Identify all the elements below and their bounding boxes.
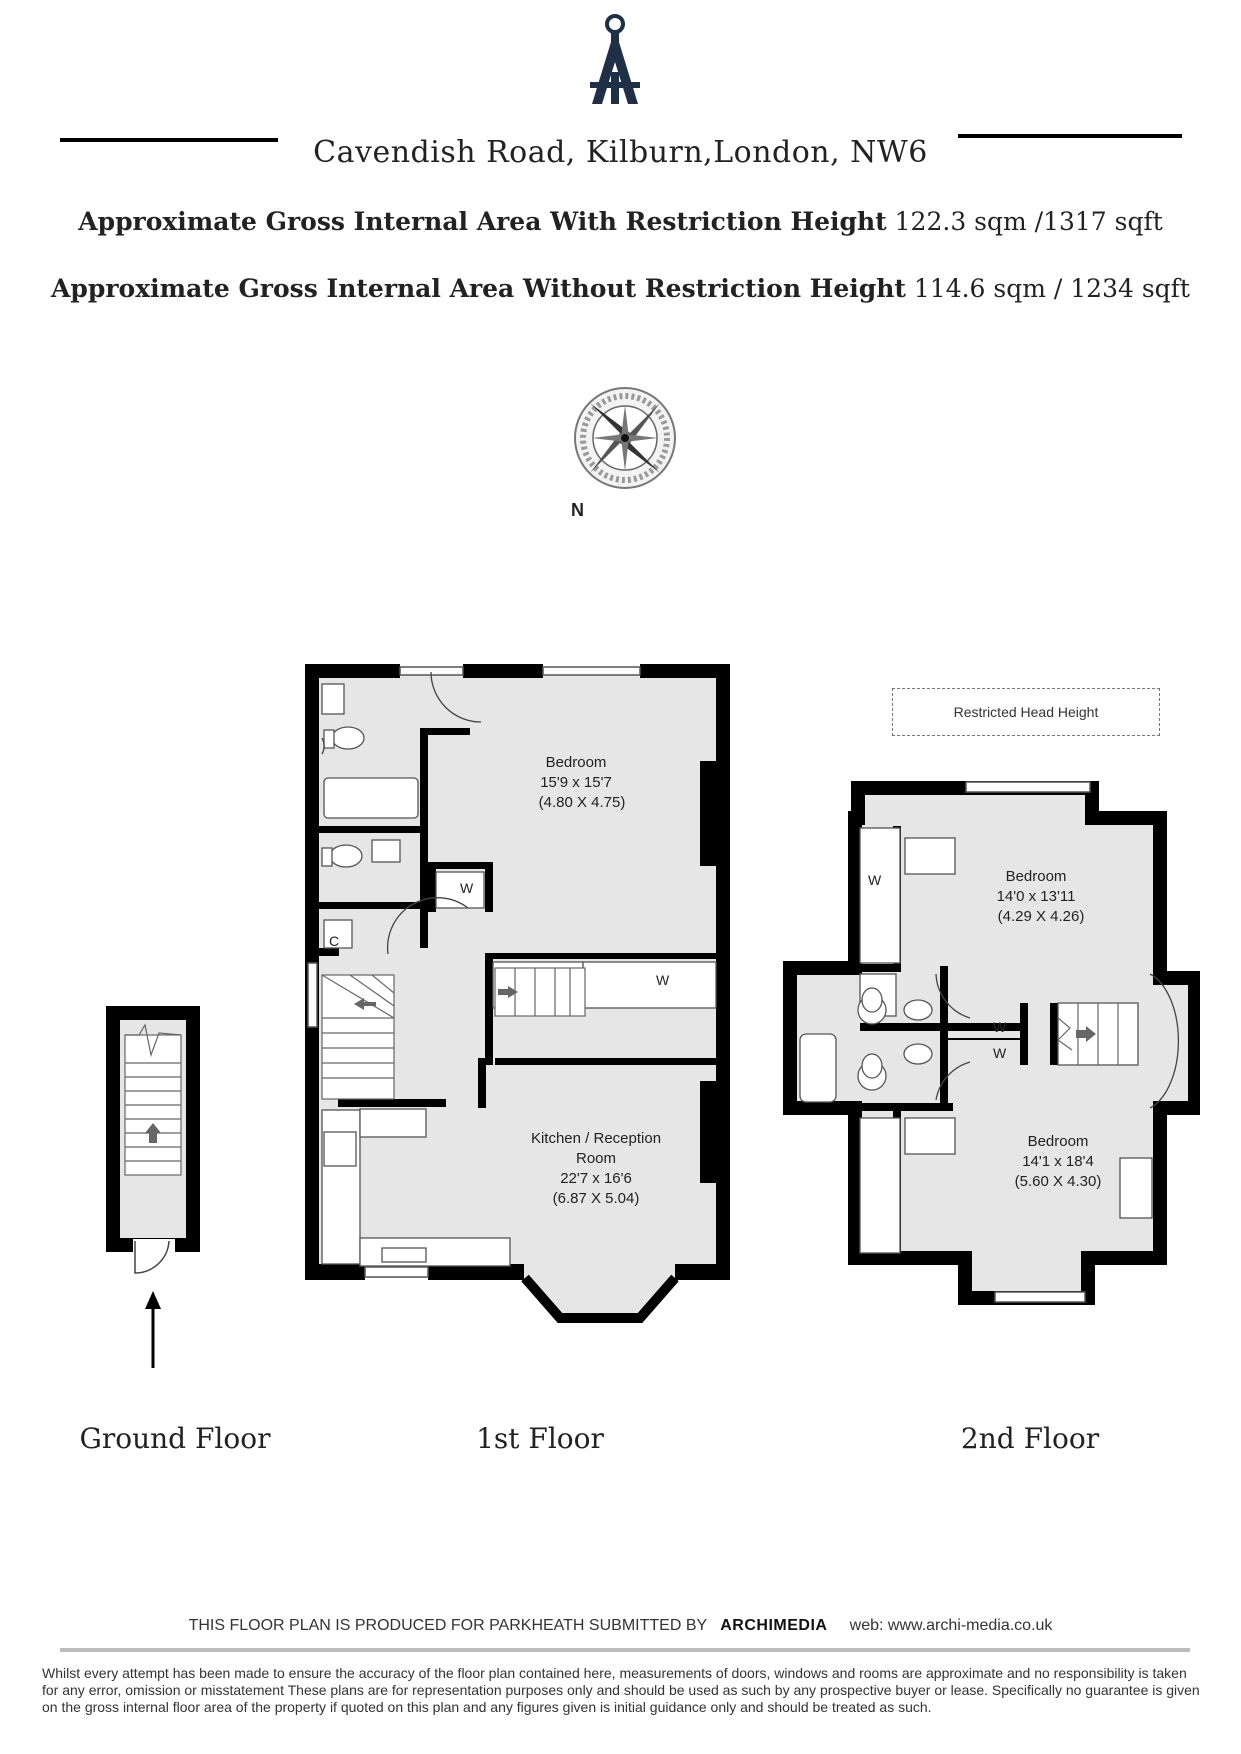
- kitchen-name-line1: Kitchen / Reception: [530, 1130, 662, 1147]
- second-bedroom-top-label: Bedroom 14'0 x 13'11 (4.29 X 4.26): [936, 867, 1136, 927]
- first-wardrobe-2: W: [656, 972, 670, 988]
- footer-brand: ARCHIMEDIA: [720, 1617, 828, 1634]
- footer-produced-by: THIS FLOOR PLAN IS PRODUCED FOR PARKHEAT…: [188, 1617, 707, 1634]
- compass-north-label: N: [571, 500, 584, 520]
- ground-floor-label: Ground Floor: [79, 1422, 271, 1455]
- first-bedroom-name: Bedroom: [545, 754, 607, 771]
- second-wardrobe-3: W: [993, 1045, 1007, 1061]
- archimedia-logo: [590, 14, 640, 104]
- header-rule-right: [958, 134, 1182, 138]
- second-bedroom-top-imperial: 14'0 x 13'11: [996, 888, 1076, 905]
- area-with-value: 122.3 sqm /1317 sqft: [894, 207, 1163, 236]
- kitchen-imperial: 22'7 x 16'6: [560, 1170, 632, 1187]
- second-bedroom-top-name: Bedroom: [1005, 868, 1067, 885]
- area-with-restriction: Approximate Gross Internal Area With Res…: [0, 207, 1241, 236]
- area-without-value: 114.6 sqm / 1234 sqft: [913, 274, 1190, 303]
- second-wardrobe-2: W: [993, 1019, 1007, 1035]
- area-without-label: Approximate Gross Internal Area Without …: [51, 274, 906, 303]
- footer-disclaimer: Whilst every attempt has been made to en…: [42, 1665, 1200, 1715]
- first-bedroom-imperial: 15'9 x 15'7: [540, 774, 612, 791]
- first-floor-plan: [305, 664, 730, 1323]
- kitchen-label: Kitchen / Reception Room 22'7 x 16'6 (6.…: [496, 1129, 696, 1209]
- second-bedroom-bottom-metric: (5.60 X 4.30): [1014, 1173, 1102, 1190]
- second-floor-plan: [783, 781, 1200, 1305]
- area-with-label: Approximate Gross Internal Area With Res…: [78, 207, 887, 236]
- kitchen-metric: (6.87 X 5.04): [552, 1190, 640, 1207]
- first-cupboard: C: [329, 933, 340, 949]
- first-bedroom-metric: (4.80 X 4.75): [538, 794, 626, 811]
- second-bedroom-bottom-imperial: 14'1 x 18'4: [1022, 1153, 1094, 1170]
- second-bedroom-bottom-label: Bedroom 14'1 x 18'4 (5.60 X 4.30): [958, 1132, 1158, 1192]
- second-bedroom-bottom-name: Bedroom: [1027, 1133, 1089, 1150]
- header-rule-left: [60, 138, 278, 142]
- second-wardrobe-1: W: [868, 872, 882, 888]
- footer-web-link[interactable]: web: www.archi-media.co.uk: [849, 1617, 1053, 1634]
- second-bedroom-top-metric: (4.29 X 4.26): [997, 908, 1085, 925]
- first-bedroom-label: Bedroom 15'9 x 15'7 (4.80 X 4.75): [476, 753, 676, 813]
- restricted-head-height-label: Restricted Head Height: [953, 704, 1099, 720]
- kitchen-name-line2: Room: [575, 1150, 616, 1167]
- first-floor-label: 1st Floor: [476, 1422, 604, 1455]
- area-without-restriction: Approximate Gross Internal Area Without …: [0, 274, 1241, 303]
- first-wardrobe-1: W: [460, 880, 474, 896]
- footer-divider: [60, 1648, 1190, 1652]
- ground-floor-plan: [106, 1006, 200, 1368]
- footer-credit: THIS FLOOR PLAN IS PRODUCED FOR PARKHEAT…: [0, 1617, 1241, 1635]
- property-title: Cavendish Road, Kilburn,London, NW6: [313, 135, 928, 170]
- restricted-head-height-zone: Restricted Head Height: [892, 688, 1160, 736]
- compass-rose-icon: [574, 387, 676, 489]
- second-floor-label: 2nd Floor: [960, 1422, 1100, 1455]
